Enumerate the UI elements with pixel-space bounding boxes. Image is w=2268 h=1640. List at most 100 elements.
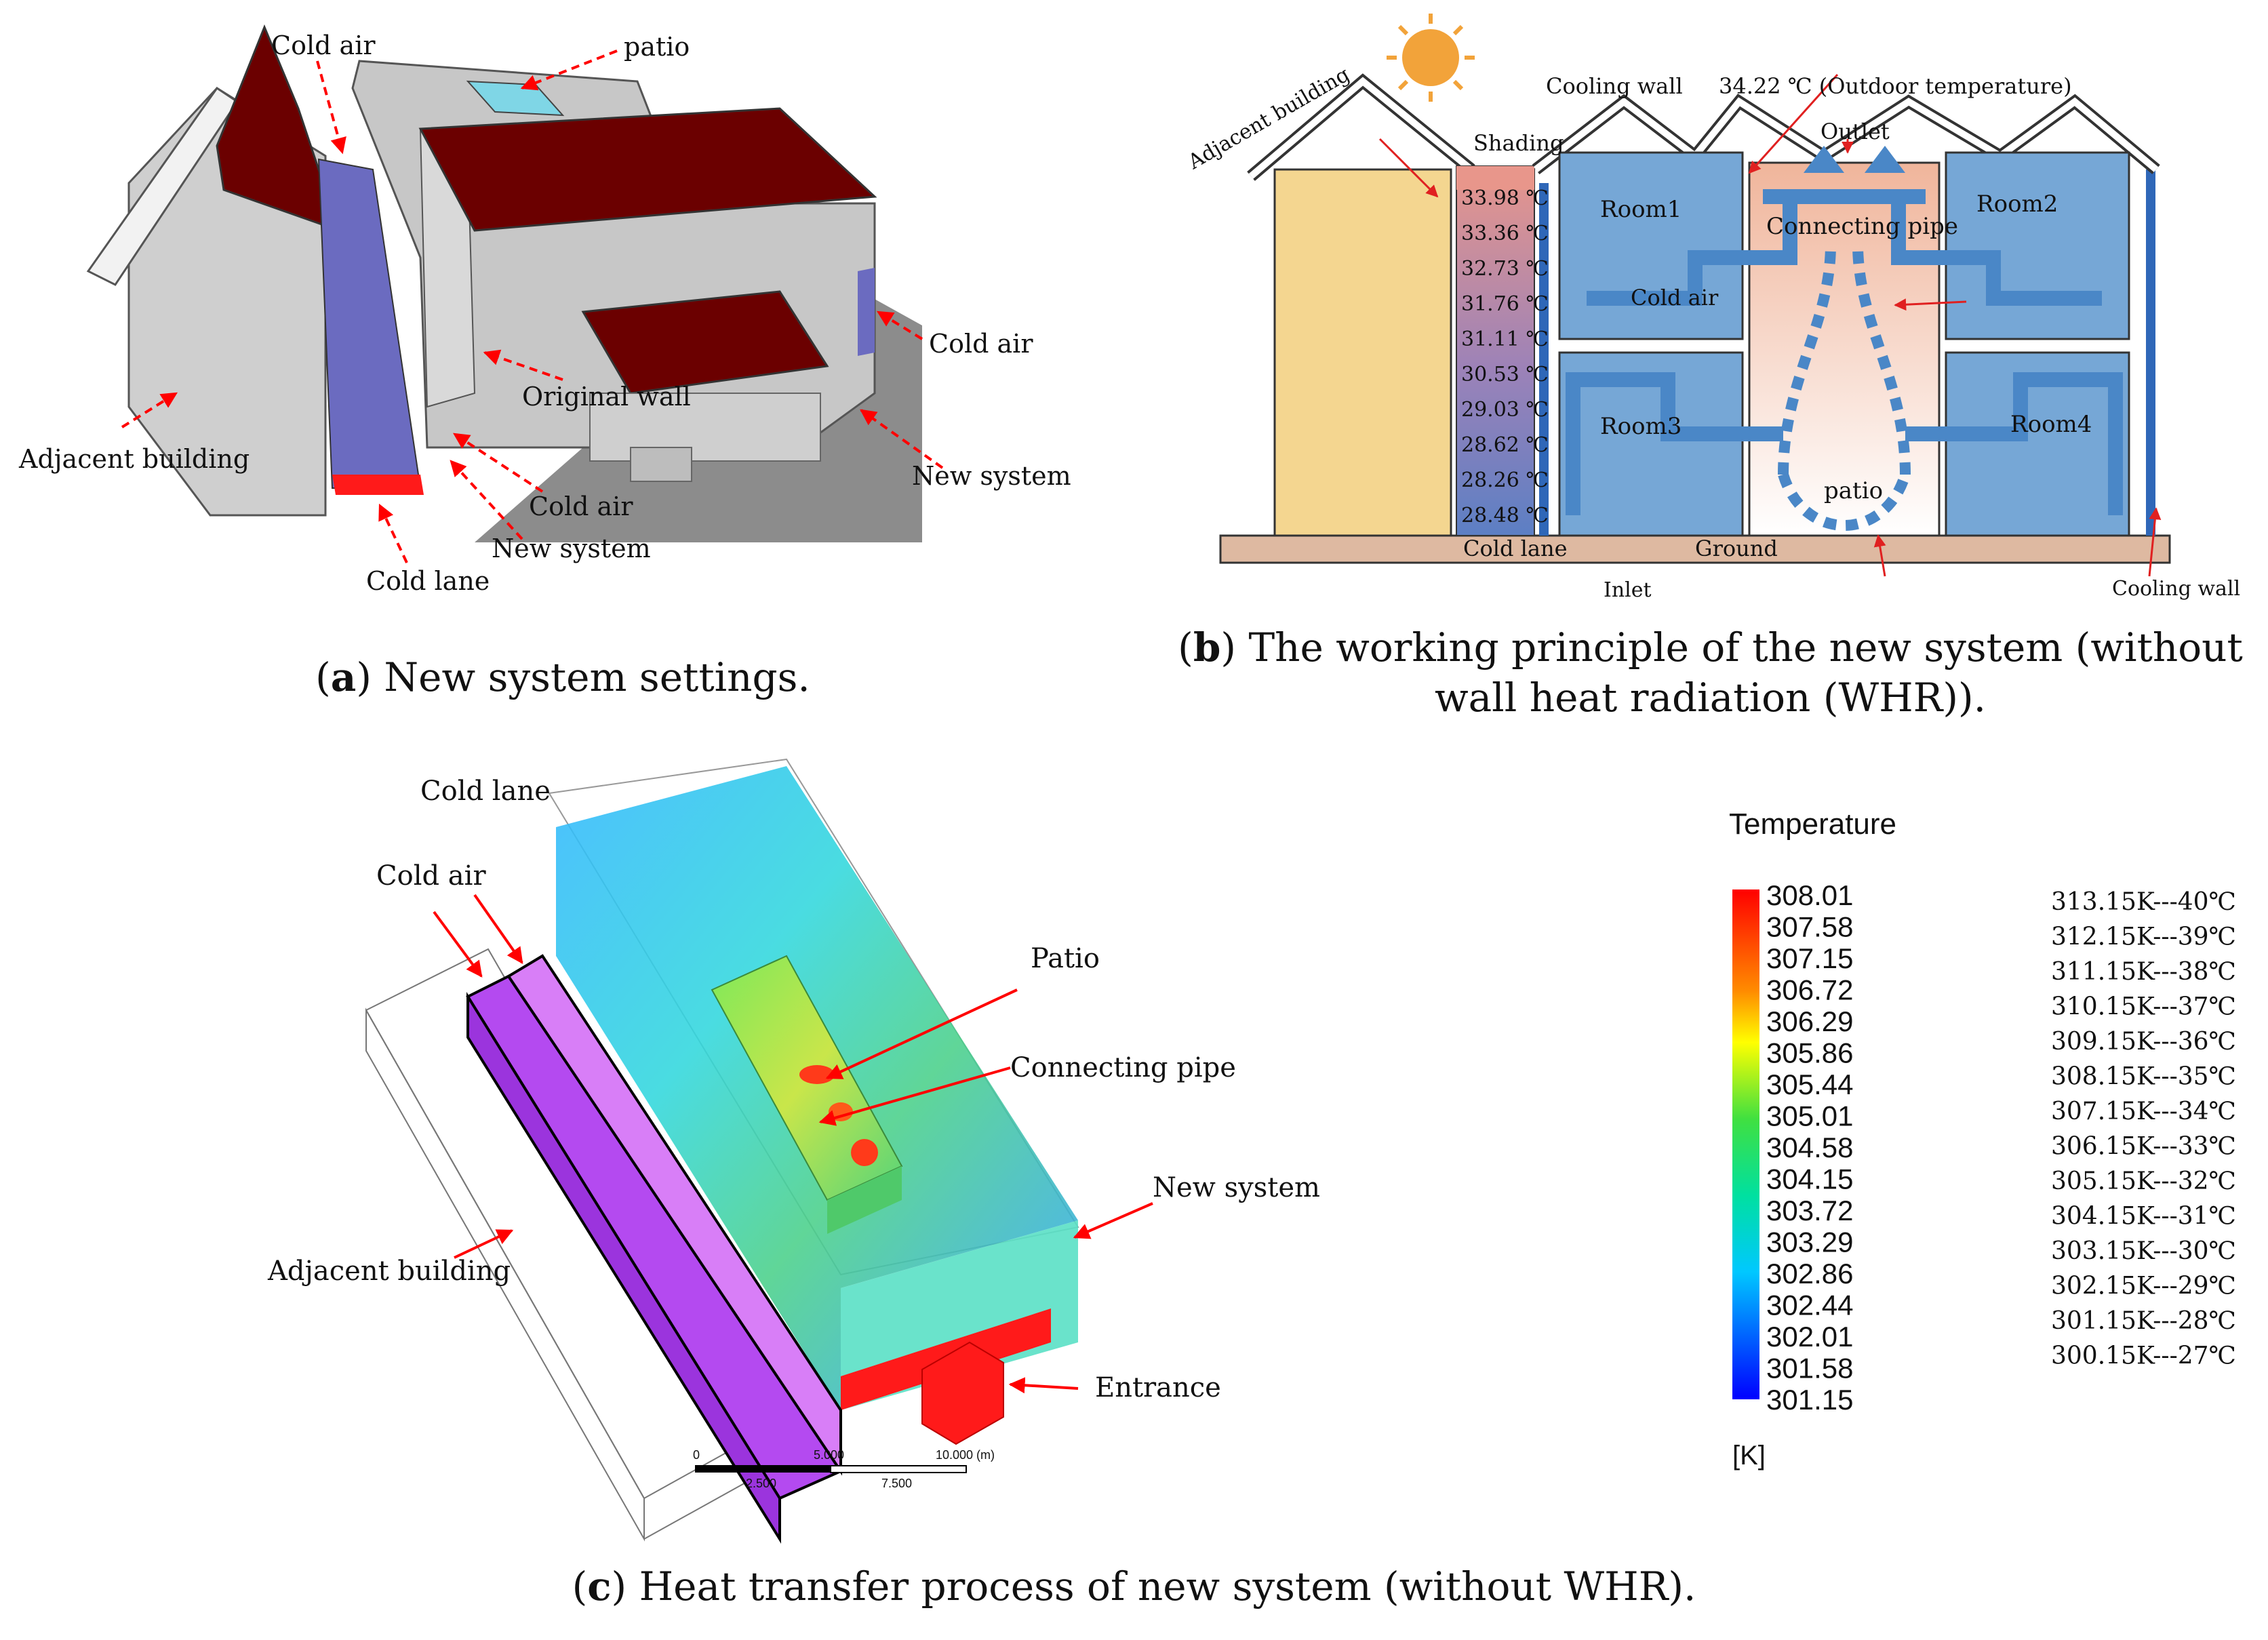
legend-tick-0: 308.01: [1766, 879, 1853, 911]
arrow-entrance-c: [1008, 1377, 1079, 1394]
temperature-legend: Temperature 308.01307.58307.15306.72306.…: [1729, 807, 2236, 1471]
arrow-new-system-c: [1073, 1202, 1153, 1239]
label-b-cold-air: Cold air: [1631, 285, 1719, 311]
porch-body: [589, 393, 821, 462]
legend-tick-5: 305.86: [1766, 1037, 1853, 1069]
arrow-cold-air-bottom: [452, 433, 544, 493]
conversion-7: 306.15K---33℃: [2051, 1133, 2236, 1161]
legend-tick-3: 306.72: [1766, 974, 1853, 1006]
legend-tick-8: 304.58: [1766, 1132, 1853, 1163]
legend-tick-4: 306.29: [1766, 1005, 1853, 1037]
label-b-cooling-wall-bottom: Cooling wall: [2112, 577, 2240, 601]
arrow-cooling-wall-top: [1748, 73, 1839, 174]
label-c-cold-air: Cold air: [376, 860, 486, 892]
legend-title: Temperature: [1729, 807, 1896, 841]
arrow-new-system-right: [860, 409, 944, 469]
lane-temp-5: 30.53 ℃: [1461, 363, 1549, 386]
caption-b: (b) The working principle of the new sys…: [1178, 624, 2243, 721]
label-c-adjacent: Adjacent building: [267, 1256, 511, 1287]
arrow-adjacent-c: [454, 1229, 514, 1259]
label-b-shading: Shading: [1473, 130, 1564, 156]
panel-a-building-model: Cold air patio Cold air Original wall Ad…: [18, 24, 1071, 596]
label-b-outdoor-temp: 34.22 ℃ (Outdoor temperature): [1719, 73, 2072, 99]
room1-block: [1558, 151, 1744, 340]
conversion-6: 307.15K---34℃: [2051, 1098, 2236, 1125]
air-flow-paths: [1566, 189, 2123, 515]
conversion-13: 300.15K---27℃: [2051, 1342, 2236, 1370]
scale-bar: 0 5.000 10.000 (m) 2.500 7.500: [693, 1448, 995, 1490]
lane-temp-0: 33.98 ℃: [1461, 186, 1549, 210]
cold-lane-side: [466, 991, 781, 1544]
lane-temp-2: 32.73 ℃: [1461, 257, 1549, 281]
conversion-11: 302.15K---29℃: [2051, 1273, 2236, 1300]
cooling-wall-right: [2146, 169, 2155, 536]
label-a-cold-air-top: Cold air: [271, 31, 376, 60]
arrow-cold-air-c: [433, 911, 483, 978]
caption-c-text: ) Heat transfer process of new system (w…: [611, 1563, 1696, 1609]
caption-b-line1: ) The working principle of the new syste…: [1220, 624, 2243, 671]
lane-temp-1: 33.36 ℃: [1461, 222, 1549, 245]
conversion-10: 303.15K---30℃: [2051, 1237, 2236, 1265]
label-b-patio: patio: [1824, 477, 1883, 504]
label-b-outlet: Outlet: [1821, 119, 1890, 144]
lane-temp-3: 31.76 ℃: [1461, 292, 1549, 316]
label-a-patio: patio: [624, 32, 690, 62]
lane-temp-7: 28.62 ℃: [1461, 433, 1549, 457]
label-a-original-wall: Original wall: [522, 382, 691, 412]
label-c-connecting-pipe: Connecting pipe: [1010, 1052, 1236, 1083]
cfd-patio-side: [827, 1166, 902, 1234]
caption-c: (c) Heat transfer process of new system …: [572, 1563, 1696, 1609]
panel-b-working-principle: 33.98 ℃ 33.36 ℃ 32.73 ℃ 31.76 ℃ 31.11 ℃ …: [1184, 14, 2240, 602]
legend-tick-9: 304.15: [1766, 1163, 1853, 1195]
hot-spot-pipe: [851, 1139, 878, 1166]
conversion-3: 310.15K---37℃: [2051, 993, 2236, 1021]
conversion-9: 304.15K---31℃: [2051, 1203, 2236, 1231]
porch-steps: [630, 447, 692, 482]
arrow-cold-lane-c: [473, 894, 523, 964]
arrow-new-system-bottom: [450, 460, 523, 540]
label-b-connecting-pipe: Connecting pipe: [1766, 213, 1958, 240]
lane-temp-8: 28.26 ℃: [1461, 468, 1549, 492]
label-c-new-system: New system: [1153, 1172, 1320, 1203]
scale-label-2500: 2.500: [746, 1477, 776, 1490]
legend-tick-2: 307.15: [1766, 942, 1853, 974]
legend-tick-1: 307.58: [1766, 911, 1853, 943]
legend-tick-12: 302.86: [1766, 1258, 1853, 1289]
shading-strip: [1456, 166, 1534, 190]
label-c-cold-lane: Cold lane: [420, 776, 551, 807]
arrow-cold-air-right: [876, 311, 923, 340]
arrow-patio: [520, 49, 618, 91]
legend-tick-15: 301.58: [1766, 1353, 1853, 1384]
sun-icon: [1387, 14, 1475, 102]
lane-temp-4: 31.11 ℃: [1461, 327, 1549, 351]
main-roof: [418, 107, 877, 232]
lane-temp-9: 28.48 ℃: [1461, 504, 1549, 527]
label-b-room1: Room1: [1600, 196, 1682, 223]
caption-a: (a) New system settings.: [315, 654, 810, 700]
scale-label-unit: (m): [976, 1448, 995, 1462]
arrow-adjacent-building: [121, 392, 178, 428]
caption-a-text: ) New system settings.: [356, 654, 810, 700]
legend-tick-13: 302.44: [1766, 1289, 1853, 1321]
entrance-block: [921, 1341, 1004, 1445]
room2-block: [1945, 151, 2130, 340]
patio-dashed-flow: [1778, 243, 1911, 531]
caption-b-letter: b: [1193, 624, 1221, 671]
label-a-new-system-right: New system: [912, 461, 1071, 491]
conversion-4: 309.15K---36℃: [2051, 1028, 2236, 1056]
arrow-cold-air-top: [316, 60, 346, 155]
label-b-cold-lane: Cold lane: [1463, 536, 1568, 561]
scale-label-7500: 7.500: [881, 1477, 912, 1490]
panel-c-cfd-model: 0 5.000 10.000 (m) 2.500 7.500 Cold lane…: [267, 758, 1320, 1544]
kelvin-celsius-conversions: 313.15K---40℃312.15K---39℃311.15K---38℃3…: [2051, 888, 2236, 1370]
conversion-8: 305.15K---32℃: [2051, 1167, 2236, 1195]
cold-lane-top: [506, 954, 842, 1476]
outlet-arrows: [1804, 146, 1905, 173]
arrow-inlet: [1873, 534, 1886, 577]
label-a-new-system-bottom: New system: [492, 534, 651, 563]
label-b-cooling-wall-top: Cooling wall: [1546, 73, 1683, 99]
porch-roof: [581, 290, 829, 395]
label-b-room3: Room3: [1600, 413, 1682, 440]
arrow-cold-air-b: [1894, 298, 1967, 311]
